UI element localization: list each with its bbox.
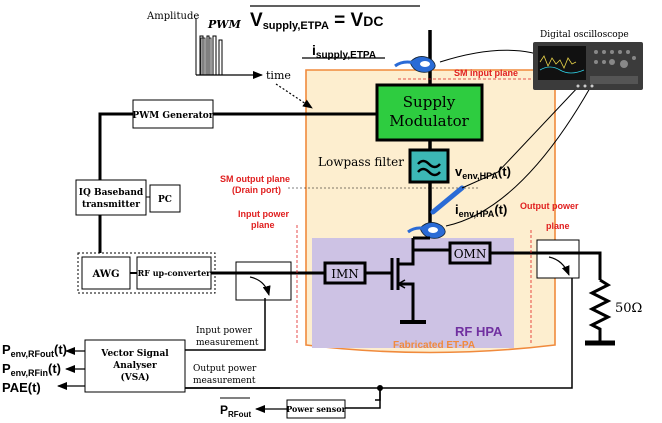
v-env-label: venv,HPA(t) — [455, 164, 511, 181]
pwm-sketch — [195, 18, 263, 79]
oscilloscope-label: Digital oscilloscope — [540, 30, 629, 40]
p-rfin-label: Penv,RFin(t) — [2, 361, 61, 378]
output-coupler — [536, 239, 580, 279]
pc-label: PC — [158, 195, 172, 205]
pc-block — [149, 184, 181, 213]
pwm-label: PWM — [207, 18, 242, 31]
supply-voltage-title: Vsupply,ETPA = VDC — [250, 10, 383, 32]
vsa-line3: (VSA) — [121, 372, 150, 383]
output-power-plane-line2: plane — [546, 221, 570, 231]
output-power-plane-line1: Output power — [520, 201, 579, 211]
i-env-probe — [407, 222, 446, 239]
omn-label: OMN — [454, 247, 487, 261]
imn-label: IMN — [331, 267, 359, 281]
time-label: time — [266, 69, 291, 82]
input-meas-line2: measurement — [196, 338, 259, 348]
lowpass-symbol — [417, 159, 441, 177]
amplitude-label: Amplitude — [146, 11, 199, 22]
transistor-symbol — [390, 236, 450, 324]
iq-baseband-line2: transmitter — [82, 200, 140, 210]
vsa-line2: Analyser — [112, 361, 157, 371]
input-coupler — [235, 261, 292, 301]
fabricated-et-pa-label: Fabricated ET-PA — [393, 340, 475, 351]
pwm-dotted-arrow — [275, 83, 313, 109]
supply-current-label: isupply,ETPA — [312, 42, 376, 61]
input-power-plane-line2: plane — [251, 220, 275, 230]
power-sensor-label: Power sensor — [286, 404, 346, 414]
sm-output-plane-label: SM output plane — [220, 174, 290, 184]
rf-hpa-label: RF HPA — [455, 324, 503, 339]
p-avg-label: PRFout — [220, 403, 251, 419]
drain-port-label: (Drain port) — [232, 185, 281, 195]
awg-label: AWG — [91, 269, 119, 280]
pwm-generator-label: PWM Generator — [132, 111, 213, 121]
input-meas-line1: Input power — [196, 326, 253, 336]
lowpass-filter-block — [408, 148, 450, 184]
p-rfout-label: Penv,RFout(t) — [2, 342, 67, 359]
v-env-probe — [430, 185, 465, 215]
supply-modulator-line2: Modulator — [389, 112, 469, 130]
rf-upconverter-label: RF up-converter — [138, 268, 212, 278]
load-label: 50Ω — [615, 301, 642, 316]
output-meas-line1: Output power — [193, 364, 257, 374]
iq-baseband-line1: IQ Baseband — [79, 188, 144, 198]
supply-modulator-line1: Supply — [403, 93, 456, 111]
output-meas-line2: measurement — [193, 376, 256, 386]
input-power-plane-line1: Input power — [238, 209, 289, 219]
oscilloscope-image — [533, 42, 643, 90]
i-env-label: ienv,HPA(t) — [455, 202, 507, 219]
load-resistor — [588, 278, 612, 342]
supply-current-probe — [394, 56, 436, 73]
lowpass-label: Lowpass filter — [318, 155, 404, 169]
pae-label: PAE(t) — [2, 380, 41, 395]
sm-input-plane-label: SM input plane — [454, 68, 518, 78]
pwm-generator-block — [132, 99, 214, 129]
vsa-line1: Vector Signal — [100, 349, 169, 359]
